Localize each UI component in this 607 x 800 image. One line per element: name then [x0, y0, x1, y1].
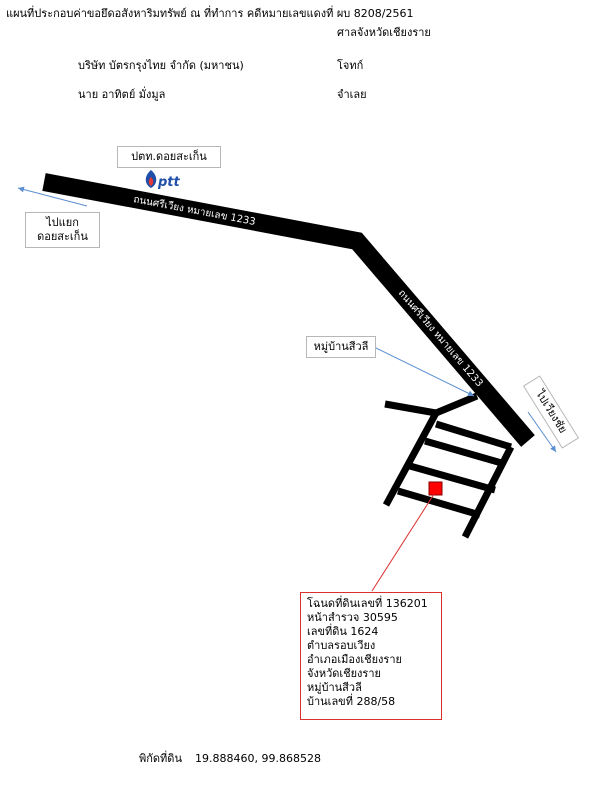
- property-pointer-line: [371, 493, 435, 592]
- deed-number: โฉนดที่ดินเลขที่ 136201: [307, 597, 428, 610]
- document-title: แผนที่ประกอบค่าขอยึดอสังหาริมทรัพย์ ณ ที…: [6, 7, 414, 20]
- ptt-logo: ptt: [145, 170, 181, 190]
- subdistrict: ตำบลรอบเวียง: [307, 639, 376, 652]
- defendant-name: นาย อาทิตย์ มั่งมูล: [78, 88, 166, 101]
- plaintiff-name: บริษัท บัตรกรุงไทย จำกัด (มหาชน): [78, 59, 244, 72]
- village-streets: [382, 392, 515, 539]
- defendant-role: จำเลย: [337, 88, 367, 101]
- road-label-east: ถนนศรีเวียง หมายเลข 1233: [396, 287, 486, 389]
- plaintiff-role: โจทก์: [337, 59, 364, 72]
- left-direction-line-1: ไปแยก: [46, 216, 79, 229]
- district: อำเภอเมืองเชียงราย: [307, 653, 402, 666]
- village-name: หมู่บ้านสีวลี: [307, 681, 362, 694]
- house-number: บ้านเลขที่ 288/58: [307, 695, 396, 708]
- land-number: เลขที่ดิน 1624: [307, 625, 379, 638]
- left-direction-arrow: [17, 186, 88, 207]
- left-direction-label: ไปแยก ดอยสะเก็น: [25, 212, 100, 248]
- main-road: [42, 173, 535, 447]
- court-name: ศาลจังหวัดเชียงราย: [337, 26, 431, 39]
- coordinates-label: พิกัดที่ดิน: [139, 752, 182, 765]
- left-direction-line-2: ดอยสะเก็น: [37, 230, 88, 243]
- coordinates-value: 19.888460, 99.868528: [195, 752, 321, 765]
- survey-page: หน้าสำรวจ 30595: [307, 611, 398, 624]
- property-info-box: โฉนดที่ดินเลขที่ 136201 หน้าสำรวจ 30595 …: [300, 592, 442, 720]
- svg-text:ptt: ptt: [157, 175, 181, 190]
- landmark-label: ปตท.ดอยสะเก็น: [117, 146, 221, 168]
- village-label: หมู่บ้านสีวลี: [306, 336, 376, 358]
- property-marker: [428, 481, 443, 496]
- right-direction-arrow: [527, 411, 557, 453]
- village-pointer-arrow: [371, 345, 475, 397]
- province: จังหวัดเชียงราย: [307, 667, 381, 680]
